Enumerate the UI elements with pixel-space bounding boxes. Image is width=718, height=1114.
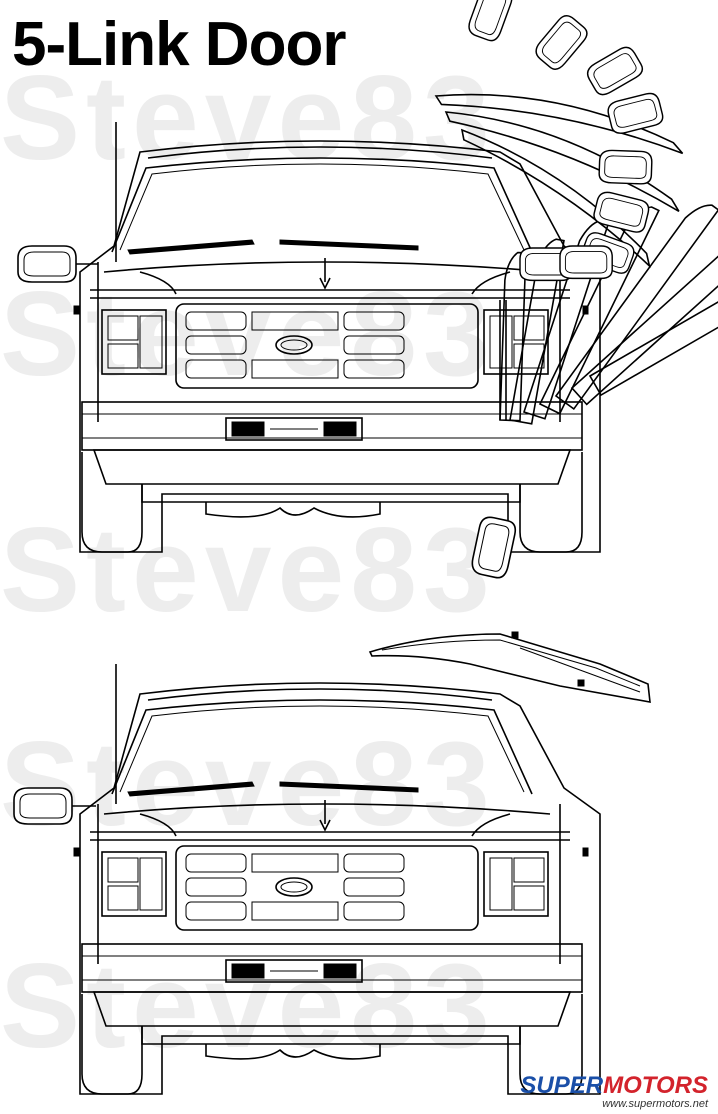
logo-text-motors: MOTORS [603,1072,708,1099]
truck-front-view-top [17,121,601,553]
page-title: 5-Link Door [12,10,346,79]
door-swing-sequence [434,0,718,425]
logo-text-super: SUPER [520,1072,604,1099]
truck-front-view-bottom [13,663,601,1095]
door-open-single [368,514,651,703]
logo-url: www.supermotors.net [602,1098,708,1110]
watermark: Steve83 [0,267,496,401]
watermark: Steve83 [0,51,496,185]
supermotors-logo: SUPERMOTORS www.supermotors.net [520,1072,714,1110]
